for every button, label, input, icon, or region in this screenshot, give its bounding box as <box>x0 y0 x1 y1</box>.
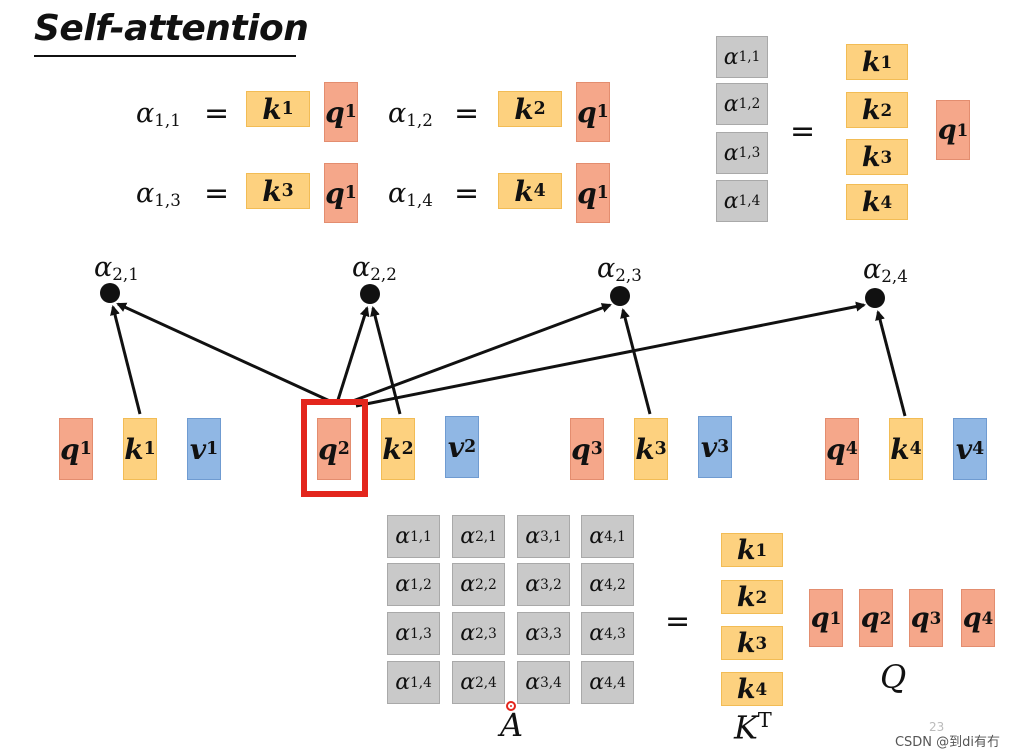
attention-node-2-2 <box>360 284 380 304</box>
equals-sign: = <box>665 604 691 639</box>
attention-node-2-3 <box>610 286 630 306</box>
title-underline <box>34 55 296 57</box>
arrow-k1 <box>110 305 142 415</box>
watermark: CSDN @到di有冇 <box>894 735 1000 750</box>
arrow-k3 <box>620 308 652 415</box>
attention-node-2-4 <box>865 288 885 308</box>
node-label-2-4: α2,4 <box>863 254 908 287</box>
page-number: 23 <box>929 720 945 734</box>
alpha-1-4-label: α1,4 <box>388 178 433 211</box>
alpha-1-3-label: α1,3 <box>136 178 181 211</box>
matrix-kt-label: KT <box>734 708 772 747</box>
arrow-q2-to-a21 <box>116 302 333 404</box>
highlight-q2-box <box>301 399 368 497</box>
pointer-cursor-icon <box>506 701 516 711</box>
alpha-1-1-label: α1,1 <box>136 98 181 131</box>
matrix-q-label: Q <box>880 658 907 696</box>
arrow-k4 <box>875 310 907 417</box>
slide-title: Self-attention <box>34 8 309 49</box>
node-label-2-1: α2,1 <box>94 252 139 285</box>
equals-sign: = <box>454 96 480 131</box>
equals-sign: = <box>204 176 230 211</box>
equals-sign: = <box>204 96 230 131</box>
node-label-2-3: α2,3 <box>597 253 642 286</box>
node-label-2-2: α2,2 <box>352 252 397 285</box>
arrow-q2-to-a24 <box>355 301 866 408</box>
matrix-a-label: A <box>500 706 524 744</box>
equals-sign: = <box>454 176 480 211</box>
arrow-k2 <box>370 306 402 415</box>
arrow-q2-to-a22 <box>336 306 370 401</box>
equals-sign: = <box>790 114 816 149</box>
alpha-1-2-label: α1,2 <box>388 98 433 131</box>
attention-node-2-1 <box>100 283 120 303</box>
arrow-q2-to-a23 <box>349 303 612 404</box>
